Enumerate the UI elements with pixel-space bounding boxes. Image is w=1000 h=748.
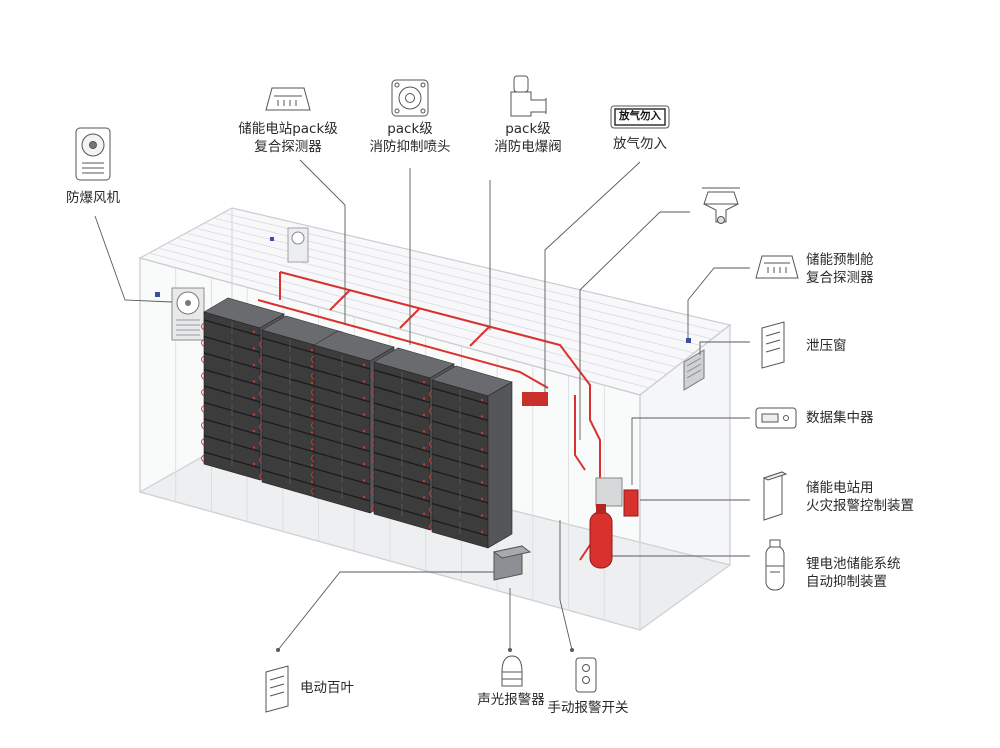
cabin-composite-detector-icon — [755, 255, 799, 279]
label-explosion-proof-fan: 防爆风机 — [66, 190, 120, 206]
pack-suppression-nozzle-icon — [391, 79, 429, 117]
louver-box — [492, 545, 532, 581]
label-data-concentrator: 数据集中器 — [806, 410, 874, 426]
pack-composite-detector-icon — [265, 87, 311, 111]
label-pack-detector-line2: 复合探测器 — [254, 139, 322, 155]
label-cabin-detector-line2: 复合探测器 — [806, 270, 874, 286]
data-concentrator-icon — [755, 407, 797, 429]
cabin-detector-mark — [686, 338, 691, 343]
suppression-cylinder-icon — [765, 539, 785, 591]
label-no-entry: 放气勿入 — [613, 136, 667, 152]
relief-window-icon — [761, 321, 785, 369]
label-electric-louver: 电动百叶 — [300, 680, 354, 696]
ceiling-nozzle-icon — [702, 187, 740, 224]
label-sound-light-alarm: 声光报警器 — [477, 692, 545, 708]
label-pack-detector-line1: 储能电站pack级 — [238, 121, 338, 137]
container-rib — [185, 232, 686, 361]
battery-racks — [201, 297, 513, 549]
label-suppression-line1: 锂电池储能系统 — [806, 556, 901, 572]
wall-fan-front — [171, 287, 205, 341]
sound-light-alarm-icon — [501, 655, 523, 687]
leader-lines — [94, 159, 750, 651]
wall-sensor — [155, 292, 160, 297]
container-rib — [176, 237, 677, 368]
no-entry-sign-icon — [610, 105, 670, 129]
label-pack-nozzle-line2: 消防抑制喷头 — [369, 139, 451, 155]
explosion-proof-fan-icon — [75, 127, 111, 181]
label-cabin-detector-line1: 储能预制舱 — [806, 252, 874, 268]
label-pack-nozzle-line1: pack级 — [387, 121, 433, 137]
label-relief-window: 泄压窗 — [806, 338, 847, 354]
label-pack-valve-line2: 消防电爆阀 — [494, 139, 562, 155]
leader-dots — [276, 648, 574, 652]
wall-sensor — [270, 237, 274, 241]
label-pack-valve-line1: pack级 — [505, 121, 551, 137]
alarm-beacon-box — [522, 392, 548, 406]
no-entry-sign-text: 放气勿入 — [619, 110, 661, 122]
suppression-cylinder — [589, 504, 613, 569]
fire-alarm-controller-icon — [762, 471, 788, 521]
relief-window-box — [683, 349, 705, 391]
fire-alarm-cabinet — [595, 477, 639, 517]
electric-louver-icon — [265, 665, 289, 713]
container-rib — [158, 247, 659, 382]
wall-fan-back — [287, 227, 309, 263]
label-suppression-line2: 自动抑制装置 — [806, 574, 887, 590]
label-manual-alarm-switch: 手动报警开关 — [547, 700, 629, 716]
label-fire-alarm-line1: 储能电站用 — [806, 480, 874, 496]
battery-rack — [429, 365, 513, 549]
container-rib — [195, 227, 695, 354]
pack-electric-valve-icon — [510, 75, 547, 117]
label-fire-alarm-line2: 火灾报警控制装置 — [806, 498, 914, 514]
manual-alarm-switch-icon — [575, 657, 597, 693]
container-rib — [149, 252, 650, 389]
